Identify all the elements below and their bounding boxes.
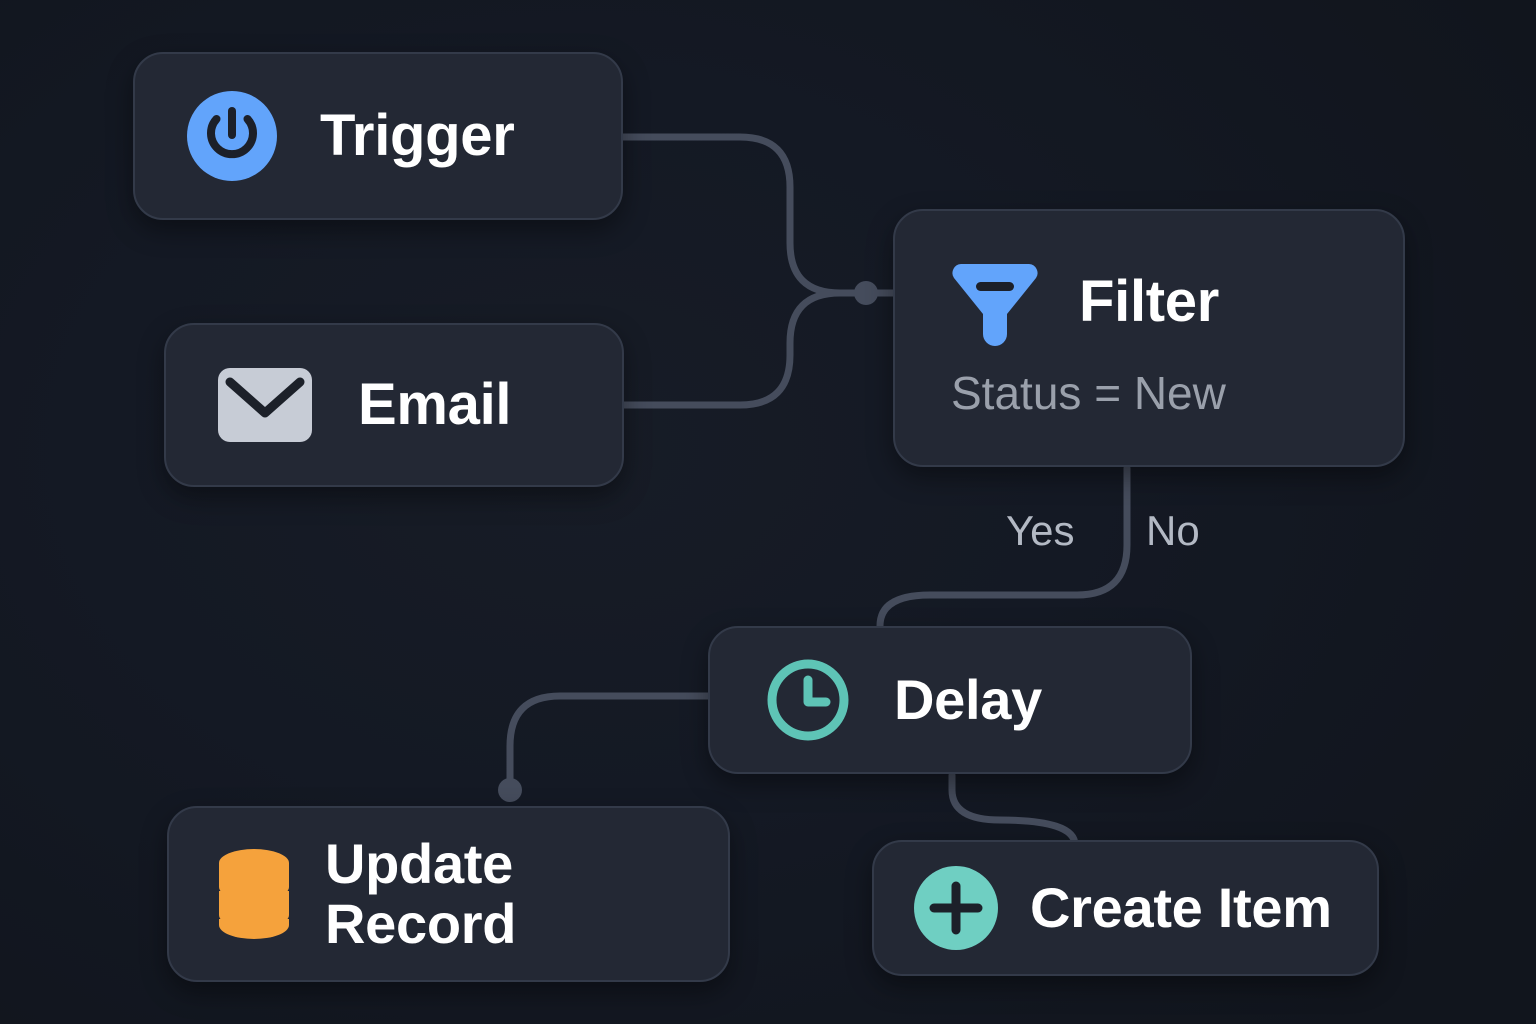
junction-dot-filter-input <box>854 281 878 305</box>
node-delay[interactable]: Delay <box>708 626 1192 774</box>
database-icon <box>217 847 291 941</box>
node-subtitle-filter: Status = New <box>951 367 1226 419</box>
edge-delay-to-create <box>948 771 1079 849</box>
envelope-icon <box>216 366 314 444</box>
node-label-filter: Filter <box>1079 268 1219 334</box>
plus-circle-icon <box>914 866 998 950</box>
edge-email-to-filter <box>620 289 860 409</box>
node-label-delay: Delay <box>894 667 1042 731</box>
power-icon <box>187 91 277 181</box>
edge-filter-to-delay <box>876 464 1131 630</box>
edge-delay-to-update <box>506 692 712 786</box>
clock-icon <box>764 656 852 744</box>
node-email[interactable]: Email <box>164 323 624 487</box>
branch-label-no: No <box>1146 507 1200 554</box>
node-create-item[interactable]: Create Item <box>872 840 1379 976</box>
node-trigger[interactable]: Trigger <box>133 52 623 220</box>
node-update-record[interactable]: Update Record <box>167 806 730 982</box>
edge-trigger-to-filter <box>619 133 860 297</box>
node-label-create-item: Create Item <box>1030 875 1332 939</box>
branch-label-yes: Yes <box>1006 507 1075 554</box>
node-label-update-record: Update Record <box>325 831 517 955</box>
funnel-icon <box>951 256 1039 348</box>
node-filter-header: Filter <box>951 256 1219 348</box>
node-label-email: Email <box>358 371 512 437</box>
node-filter[interactable]: Filter Status = New <box>893 209 1405 467</box>
endpoint-dot-update-record <box>498 778 522 802</box>
node-label-trigger: Trigger <box>320 102 515 168</box>
